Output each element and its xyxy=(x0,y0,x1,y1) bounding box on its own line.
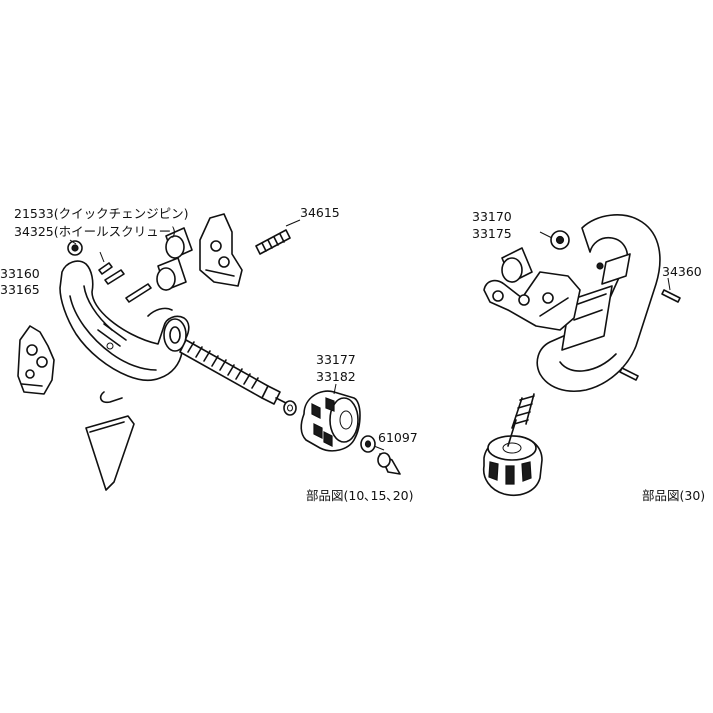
label-33160: 33160 xyxy=(0,266,40,281)
retaining-clip xyxy=(99,391,123,404)
pin-34360 xyxy=(619,289,681,381)
roller-carriage-30 xyxy=(483,271,581,331)
axle-pin-34615 xyxy=(255,229,291,255)
caption-left: 部品図(10､15､20) xyxy=(306,488,413,503)
quick-change-pins xyxy=(98,262,152,303)
label-21533: 21533(クイックチェンジピン) xyxy=(14,206,189,221)
feed-knob xyxy=(300,390,361,452)
feed-spring-30 xyxy=(511,393,535,429)
screw-61097 xyxy=(377,452,401,475)
roller-upper xyxy=(165,227,193,259)
knob-washer xyxy=(360,435,376,453)
feed-screw xyxy=(179,339,287,405)
cutter-frame xyxy=(59,260,190,381)
left-leader-lines xyxy=(69,219,385,451)
label-33165: 33165 xyxy=(0,282,40,297)
roller-30 xyxy=(501,247,533,283)
label-33175: 33175 xyxy=(472,226,512,241)
label-34360: 34360 xyxy=(662,264,702,279)
label-34325: 34325(ホイールスクリュー) xyxy=(14,224,176,239)
side-plate xyxy=(17,325,55,395)
caption-right: 部品図(30) xyxy=(642,488,705,503)
right-leader-lines xyxy=(539,231,671,291)
left-parts-diagram: 21533(クイックチェンジピン) 34325(ホイールスクリュー) 33160… xyxy=(0,205,418,503)
label-61097: 61097 xyxy=(378,430,418,445)
cutter-wheel-33170 xyxy=(550,230,570,250)
label-34615: 34615 xyxy=(300,205,340,220)
roller-lower xyxy=(156,257,187,291)
washer xyxy=(283,400,297,416)
guide-blade xyxy=(85,415,135,491)
right-parts-diagram: 33170 33175 34360 部品図(30) xyxy=(472,209,705,503)
label-33170: 33170 xyxy=(472,209,512,224)
roller-carriage xyxy=(199,213,243,287)
cutter-wheel-33160 xyxy=(67,240,83,256)
feed-knob-30 xyxy=(482,419,543,496)
label-33182: 33182 xyxy=(316,369,356,384)
label-33177: 33177 xyxy=(316,352,356,367)
